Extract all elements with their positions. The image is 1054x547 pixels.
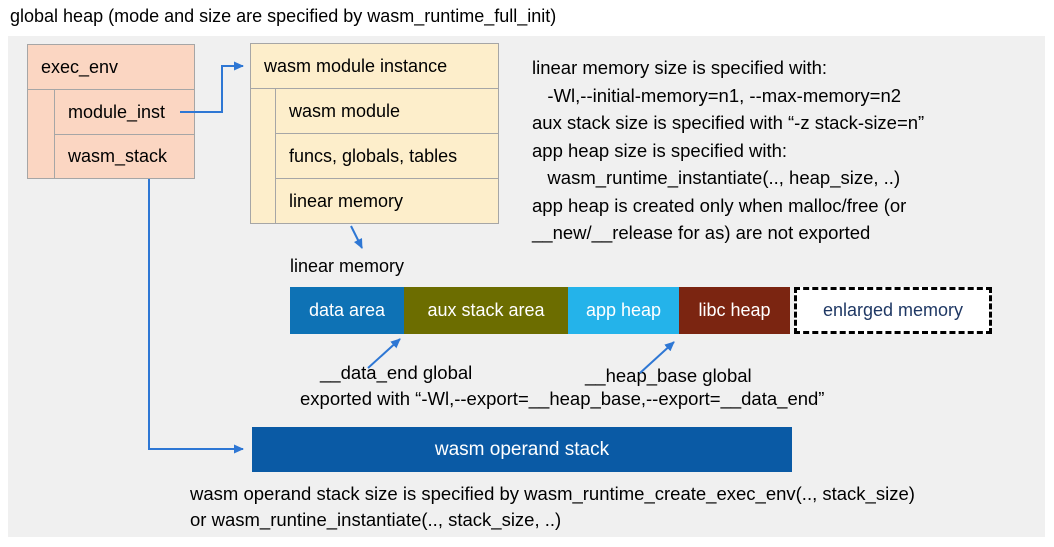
wasm-module-instance-box: wasm module instance wasm module funcs, … xyxy=(250,43,499,224)
note-line: __new/__release for as) are not exported xyxy=(532,222,871,243)
segment-enlarged-memory: enlarged memory xyxy=(794,287,992,334)
segment-app-heap: app heap xyxy=(568,287,679,334)
exec-env-row-module-inst: module_inst xyxy=(54,90,194,135)
linear-memory-label: linear memory xyxy=(290,256,405,276)
module-instance-row-funcs-globals-tables: funcs, globals, tables xyxy=(275,134,498,179)
diagram-panel: exec_env module_inst wasm_stack wasm mod… xyxy=(8,36,1045,537)
operand-stack-notes: wasm operand stack size is specified by … xyxy=(190,481,915,533)
linker-notes: linear memory size is specified with: -W… xyxy=(532,54,1044,247)
note-line: app heap is created only when malloc/fre… xyxy=(532,194,907,216)
wasm-operand-stack-bar: wasm operand stack xyxy=(252,427,792,472)
heap-base-global-label: __heap_base global xyxy=(585,365,752,386)
arrow-instance-to-linear-memory xyxy=(350,225,363,249)
exec-env-header: exec_env xyxy=(28,45,194,90)
exec-env-row-wasm-stack: wasm_stack xyxy=(54,135,194,178)
footer-line: or wasm_runtine_instantiate(.., stack_si… xyxy=(190,509,562,530)
segment-data-area: data area xyxy=(290,287,404,334)
segment-libc-heap: libc heap xyxy=(679,287,790,334)
note-line: -Wl,--initial-memory=n1, --max-memory=n2 xyxy=(532,84,902,106)
module-instance-row-linear-memory: linear memory xyxy=(275,179,498,223)
wasm-module-instance-header: wasm module instance xyxy=(251,44,498,89)
footer-line: wasm operand stack size is specified by … xyxy=(190,483,915,504)
arrow-wasm-stack-to-operand-stack xyxy=(148,179,244,454)
note-line: linear memory size is specified with: xyxy=(532,57,828,78)
segment-aux-stack-area: aux stack area xyxy=(404,287,568,334)
linear-memory-bar: data area aux stack area app heap libc h… xyxy=(290,287,992,334)
exec-env-box: exec_env module_inst wasm_stack xyxy=(27,44,195,179)
data-end-global-label: __data_end global xyxy=(320,362,473,383)
export-flags-label: exported with “-Wl,--export=__heap_base,… xyxy=(300,388,825,409)
diagram-title: global heap (mode and size are specified… xyxy=(10,6,557,26)
module-instance-row-wasm-module: wasm module xyxy=(275,89,498,134)
note-line: app heap size is specified with: xyxy=(532,139,788,161)
note-line: wasm_runtime_instantiate(.., heap_size, … xyxy=(532,167,901,188)
note-line: aux stack size is specified with “-z sta… xyxy=(532,112,925,133)
